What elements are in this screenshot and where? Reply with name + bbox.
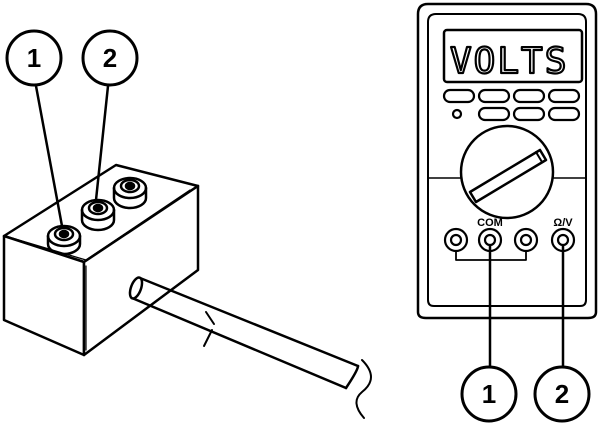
callout-meter-1: 1 [460,365,518,423]
meter-rotary-dial [459,124,555,220]
callout-box-2-label: 2 [103,43,117,73]
box-jack-2 [80,198,116,232]
leader-line-box-2 [94,84,110,202]
box-jack-3 [112,176,148,210]
meter-buttons-row-1 [442,88,581,104]
callout-meter-2: 2 [533,365,591,423]
meter-jack-3 [513,227,539,253]
callout-meter-2-label: 2 [555,379,569,409]
meter-jack-1 [443,227,469,253]
jack-ohm-volt-label: Ω/V [553,217,573,229]
box-jack-1 [46,224,82,256]
callout-box-2: 2 [81,29,139,87]
callout-box-1-label: 1 [27,43,41,73]
meter-buttons-row-2 [451,106,581,122]
leader-line-box-1 [34,84,64,228]
callout-meter-1-label: 1 [482,379,496,409]
meter-display-text: VOLTS [450,41,568,82]
meter-case-inner [427,13,587,307]
callout-box-1: 1 [5,29,63,87]
multimeter: VOLTS COM Ω/V [416,2,598,320]
junction-box [2,163,200,357]
jack-com-label: COM [477,217,503,229]
cable [128,276,372,419]
meter-display [442,28,584,84]
